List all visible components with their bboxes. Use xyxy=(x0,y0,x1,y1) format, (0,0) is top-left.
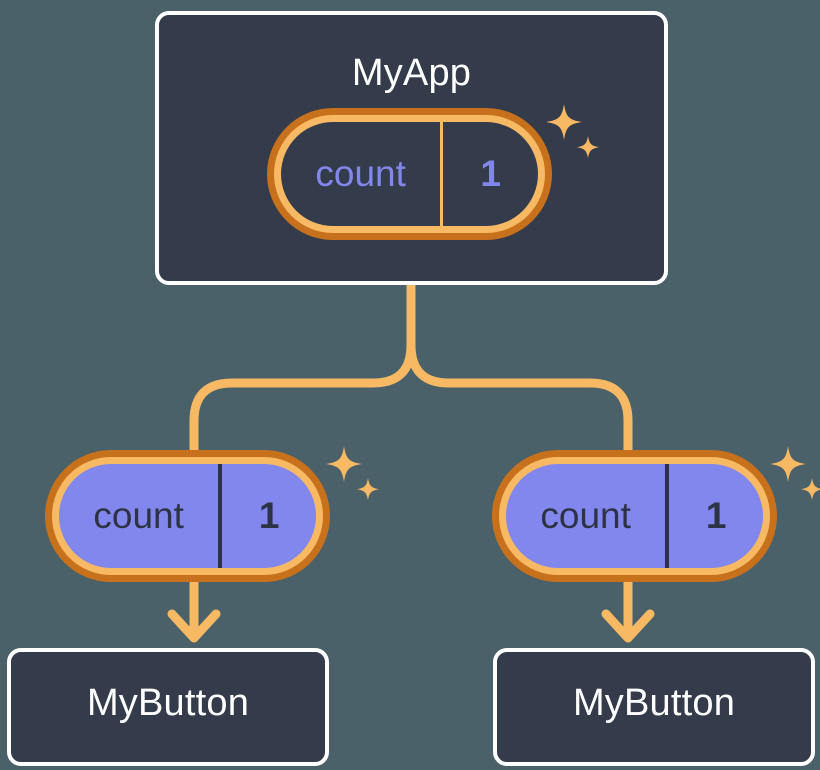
wire-split-left xyxy=(189,344,416,450)
component-title-mybutton-left: MyButton xyxy=(86,682,250,724)
state-pill-child-left[interactable]: count 1 xyxy=(45,450,330,582)
component-box-mybutton-left[interactable]: MyButton xyxy=(7,648,329,766)
state-key-label: count xyxy=(540,495,631,536)
wire-left-arrow-head xyxy=(167,609,221,643)
wire-right-arrow-head xyxy=(601,609,655,643)
state-value-label: 1 xyxy=(440,122,538,226)
state-pill-inner-ring: count 1 xyxy=(499,457,770,575)
state-pill-inner-ring: count 1 xyxy=(274,115,545,233)
component-title-myapp: MyApp xyxy=(351,52,472,94)
state-value-label: 1 xyxy=(665,464,763,568)
component-title-wrap: MyButton xyxy=(11,682,325,725)
state-value-label: 1 xyxy=(218,464,316,568)
state-pill-core: count 1 xyxy=(506,464,763,568)
state-pill-core: count 1 xyxy=(59,464,316,568)
component-box-mybutton-right[interactable]: MyButton xyxy=(493,648,815,766)
component-title-wrap: MyButton xyxy=(497,682,811,725)
state-pill-child-right[interactable]: count 1 xyxy=(492,450,777,582)
state-key-label: count xyxy=(315,153,406,194)
state-pill-core: count 1 xyxy=(281,122,538,226)
state-key-label: count xyxy=(93,495,184,536)
component-title-mybutton-right: MyButton xyxy=(572,682,736,724)
wire-split-right xyxy=(406,344,633,450)
state-pill-inner-ring: count 1 xyxy=(52,457,323,575)
state-pill-myapp[interactable]: count 1 xyxy=(267,108,552,240)
